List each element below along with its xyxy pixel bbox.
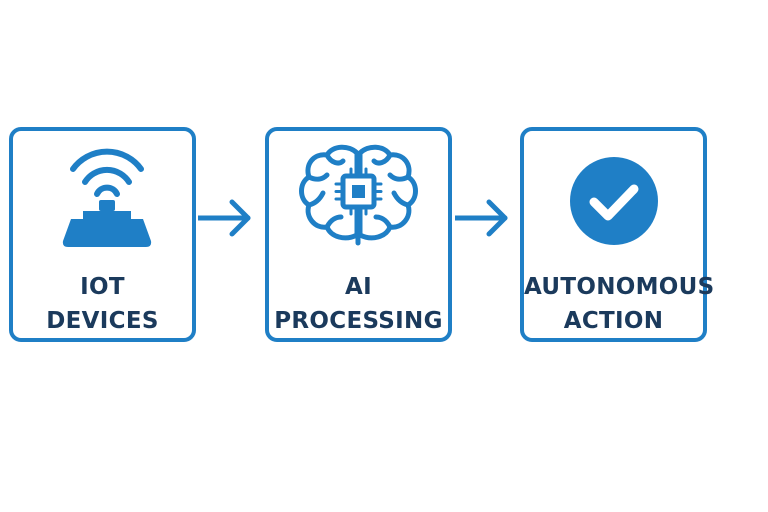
step-card-ai-processing: AI PROCESSING <box>265 127 452 342</box>
step-label-line1: AUTONOMOUS <box>524 274 715 300</box>
arrow-right-icon <box>198 199 251 237</box>
step-label-line2: ACTION <box>563 308 664 334</box>
arrow-right-icon <box>455 199 508 237</box>
checkmark-circle-icon <box>570 157 658 245</box>
step-label-line1: IOT <box>80 274 125 300</box>
step-label-line2: DEVICES <box>46 308 159 334</box>
step-label-line1: AI <box>345 274 372 300</box>
step-card-autonomous-action: AUTONOMOUS ACTION <box>520 127 715 342</box>
ai-brain-chip-icon <box>299 144 418 246</box>
step-label-line2: PROCESSING <box>274 308 443 334</box>
step-card-iot-devices: IOT DEVICES <box>9 127 196 342</box>
iot-device-wifi-icon <box>62 148 152 247</box>
